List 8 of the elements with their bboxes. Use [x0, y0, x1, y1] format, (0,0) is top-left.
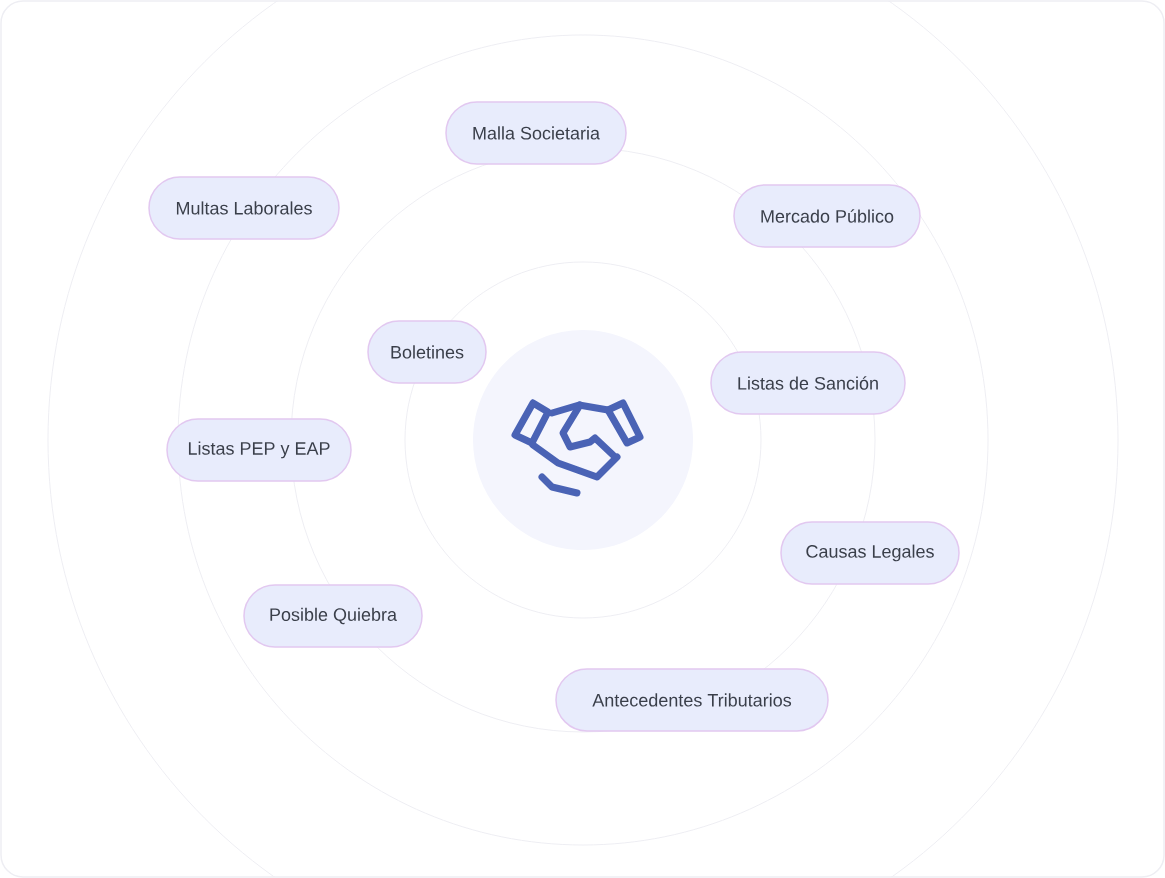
tag-pill: Multas Laborales	[148, 176, 340, 240]
tag-pill: Antecedentes Tributarios	[555, 668, 829, 732]
tag-pill: Listas PEP y EAP	[166, 418, 352, 482]
tag-pill: Posible Quiebra	[243, 584, 423, 648]
tag-pill: Listas de Sanción	[710, 351, 906, 415]
tag-pill: Causas Legales	[780, 521, 960, 585]
tag-pill: Malla Societaria	[445, 101, 627, 165]
tag-pill: Mercado Público	[733, 184, 921, 248]
